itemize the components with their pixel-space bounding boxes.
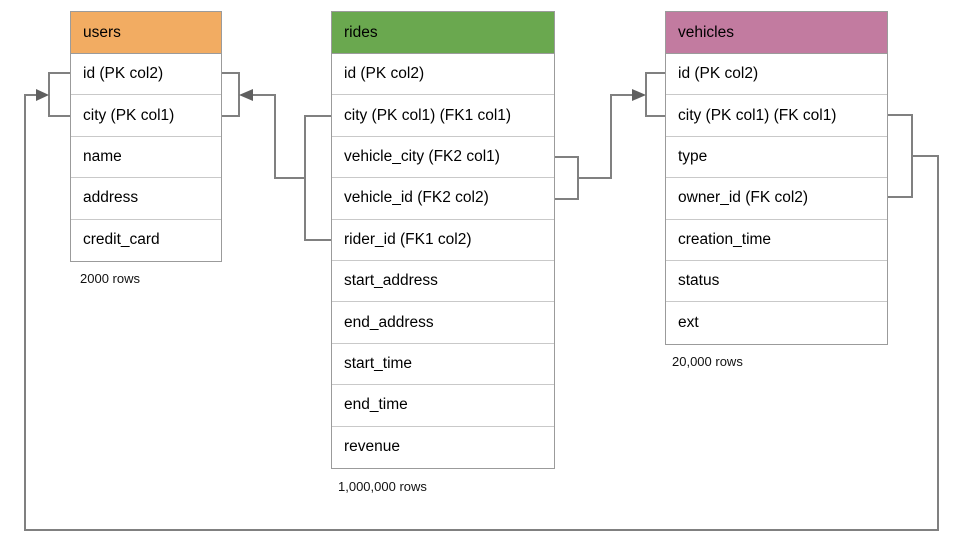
- table-vehicles-column-owner-id[interactable]: owner_id (FK col2): [666, 178, 887, 220]
- column-label: id (PK col2): [344, 65, 425, 83]
- connector-rides-fk2-to-vehicles[interactable]: [555, 72, 665, 200]
- bracket-users-right: [220, 72, 240, 117]
- bracket-vehicles-right: [888, 114, 913, 198]
- table-users-title: users: [83, 23, 121, 41]
- column-label: end_address: [344, 313, 434, 331]
- table-rides-column-end-address[interactable]: end_address: [332, 302, 554, 344]
- column-label: credit_card: [83, 231, 160, 249]
- table-rides-column-city[interactable]: city (PK col1) (FK1 col1): [332, 95, 554, 137]
- column-label: revenue: [344, 438, 401, 456]
- table-vehicles-column-creation-time[interactable]: creation_time: [666, 219, 887, 261]
- arrowhead-into-vehicles-left: [632, 89, 646, 101]
- table-rides-column-rider-id[interactable]: rider_id (FK1 col2): [332, 219, 554, 261]
- column-label: creation_time: [678, 230, 772, 248]
- table-vehicles-column-id[interactable]: id (PK col2): [666, 54, 887, 96]
- column-label: end_time: [344, 396, 408, 414]
- bracket-rides-fk1: [304, 115, 331, 241]
- table-users[interactable]: users id (PK col2) city (PK col1) name a…: [70, 11, 222, 262]
- table-vehicles-column-ext[interactable]: ext: [666, 302, 887, 344]
- table-rides[interactable]: rides id (PK col2) city (PK col1) (FK1 c…: [331, 11, 555, 469]
- column-label: status: [678, 272, 720, 290]
- connector-vehicles-fk-to-users[interactable]: [24, 72, 939, 531]
- column-label: city (PK col1) (FK1 col1): [344, 106, 512, 124]
- table-users-column-credit-card[interactable]: credit_card: [71, 219, 221, 261]
- table-vehicles-title: vehicles: [678, 23, 734, 41]
- route-rides-fk1: [252, 94, 305, 179]
- route-rides-fk2: [578, 94, 632, 179]
- table-vehicles-header: vehicles: [666, 12, 887, 54]
- table-rides-column-vehicle-id[interactable]: vehicle_id (FK2 col2): [332, 178, 554, 220]
- table-rides-title: rides: [344, 23, 378, 41]
- table-users-column-city[interactable]: city (PK col1): [71, 95, 221, 137]
- table-vehicles[interactable]: vehicles id (PK col2) city (PK col1) (FK…: [665, 11, 888, 345]
- column-label: vehicle_id (FK2 col2): [344, 189, 489, 207]
- column-label: name: [83, 147, 122, 165]
- bracket-rides-fk2: [555, 156, 579, 200]
- table-vehicles-row-count: 20,000 rows: [672, 354, 743, 369]
- column-label: owner_id (FK col2): [678, 189, 809, 207]
- table-rides-column-id[interactable]: id (PK col2): [332, 54, 554, 96]
- arrowhead-into-users-left: [36, 89, 49, 101]
- column-label: start_address: [344, 272, 438, 290]
- table-vehicles-column-status[interactable]: status: [666, 260, 887, 303]
- arrowhead-into-users-right: [239, 89, 253, 101]
- connector-rides-fk1-to-users[interactable]: [220, 72, 331, 241]
- column-label: id (PK col2): [83, 65, 164, 83]
- table-rides-column-end-time[interactable]: end_time: [332, 385, 554, 427]
- table-rides-column-start-address[interactable]: start_address: [332, 260, 554, 303]
- table-rides-column-revenue[interactable]: revenue: [332, 426, 554, 468]
- table-vehicles-column-type[interactable]: type: [666, 136, 887, 179]
- route-vehicles-to-users: [24, 94, 939, 531]
- table-users-column-name[interactable]: name: [71, 136, 221, 179]
- table-rides-column-start-time[interactable]: start_time: [332, 343, 554, 386]
- column-label: id (PK col2): [678, 65, 759, 83]
- column-label: address: [83, 189, 139, 207]
- bracket-users-left: [48, 72, 70, 117]
- column-label: start_time: [344, 354, 413, 372]
- table-users-header: users: [71, 12, 221, 54]
- table-users-row-count: 2000 rows: [80, 271, 140, 286]
- column-label: city (PK col1) (FK col1): [678, 106, 837, 124]
- table-users-column-id[interactable]: id (PK col2): [71, 54, 221, 96]
- column-label: vehicle_city (FK2 col1): [344, 147, 500, 165]
- table-rides-row-count: 1,000,000 rows: [338, 479, 427, 494]
- column-label: ext: [678, 314, 699, 332]
- column-label: city (PK col1): [83, 106, 175, 124]
- table-rides-column-vehicle-city[interactable]: vehicle_city (FK2 col1): [332, 136, 554, 179]
- column-label: rider_id (FK1 col2): [344, 230, 472, 248]
- table-vehicles-column-city[interactable]: city (PK col1) (FK col1): [666, 95, 887, 137]
- bracket-vehicles-left: [645, 72, 665, 117]
- table-rides-header: rides: [332, 12, 554, 54]
- column-label: type: [678, 147, 708, 165]
- table-users-column-address[interactable]: address: [71, 178, 221, 220]
